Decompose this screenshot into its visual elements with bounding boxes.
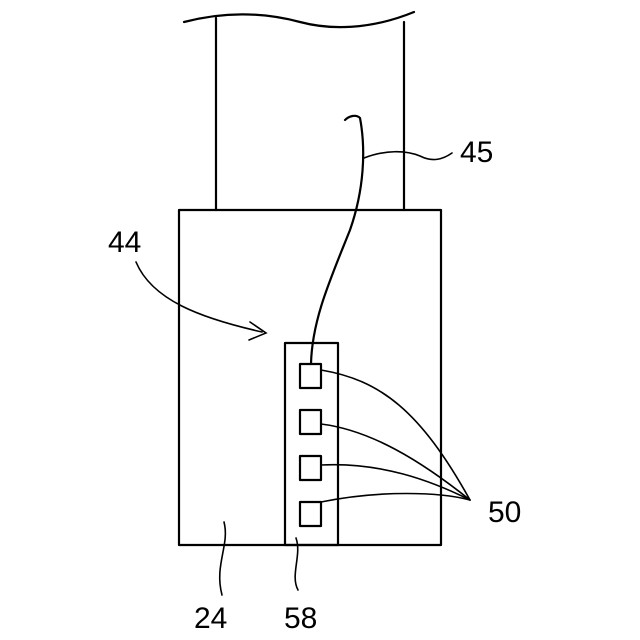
leader-24 [220, 522, 226, 595]
electrode-4 [300, 502, 321, 526]
electrode-strip [285, 343, 338, 545]
leader-50 [321, 370, 470, 502]
label-24: 24 [194, 602, 227, 635]
label-50: 50 [488, 496, 521, 529]
electrode-1 [300, 364, 321, 388]
body-block [179, 210, 441, 545]
leader-44 [136, 262, 266, 340]
electrode-3 [300, 456, 321, 480]
label-45: 45 [460, 136, 493, 169]
electrode-2 [300, 410, 321, 434]
electrode-group [300, 364, 321, 526]
upper-shaft [184, 12, 414, 210]
lead-wire [311, 116, 363, 364]
label-58: 58 [284, 602, 317, 635]
leader-45 [364, 152, 452, 160]
label-44: 44 [108, 226, 141, 259]
